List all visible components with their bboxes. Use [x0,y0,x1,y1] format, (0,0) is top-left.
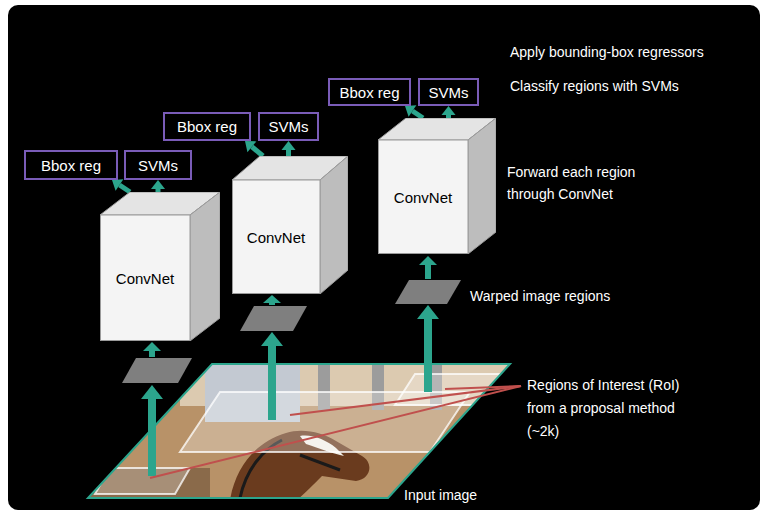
annotation-label: Forward each region through ConvNet [507,161,677,205]
cube-side-face [190,192,220,341]
convnet-cube: ConvNet [100,192,220,341]
arrow-connector [112,179,130,192]
arrow-head [417,305,439,319]
arrow-connector [282,141,296,156]
convnet-cube: ConvNet [378,118,496,254]
node-text: Bbox reg [339,84,399,101]
cube-front-face [101,215,191,341]
arrow-connector [151,180,165,192]
arrow-head [419,256,437,265]
arrow-shaft [412,111,423,118]
leader-line [150,386,521,478]
cube-side-face [468,118,496,254]
node-text: SVMs [428,84,468,101]
cube-outline [378,118,496,254]
flow-arrow [425,264,431,279]
annotation-label: Regions of Interest (RoI) from a proposa… [527,374,702,443]
flow-arrow [424,318,432,392]
output-box: Bbox reg [163,112,251,141]
node-text: ConvNet [247,229,305,246]
node-text: ConvNet [394,189,452,206]
cube-outline [100,192,220,341]
arrow-head [405,105,416,117]
node-text: SVMs [138,157,178,174]
arrow-head [261,332,283,346]
warped-region [240,306,307,331]
photo-foreground [80,468,210,500]
arrow-head [282,141,296,150]
output-box: Bbox reg [24,150,118,180]
arrow-shaft [119,185,130,192]
node-text: Bbox reg [41,157,101,174]
warped-region [395,280,461,304]
output-box: SVMs [418,78,479,106]
flow-arrow [268,345,276,420]
arrow-head [143,342,161,351]
leader-line [290,386,521,415]
leader-line [445,386,521,389]
output-box: Bbox reg [328,78,411,106]
warped-region [122,358,192,383]
convnet-cube: ConvNet [232,156,348,294]
horse-bridle [300,455,340,470]
output-box: SVMs [258,112,319,141]
background-panel [8,5,760,510]
node-text: Bbox reg [177,118,237,135]
flow-arrow [148,398,156,476]
arrow-head [245,141,256,152]
annotation-label: Apply bounding-box regressors [510,41,760,63]
node-text: ConvNet [116,270,174,287]
arrow-shaft [286,150,291,156]
arrow-head [112,179,123,191]
arrow-connector [245,141,263,156]
output-box: SVMs [124,150,192,180]
cube-front-face [379,140,469,254]
arrow-shaft [252,147,263,156]
annotation-label: Input image [404,484,524,506]
cube-label-area: ConvNet [100,215,190,341]
arrow-head [151,180,165,189]
cube-side-face [320,156,348,294]
annotation-label: Classify regions with SVMs [510,75,760,97]
cube-label-area: ConvNet [378,140,468,254]
arrow-head [141,385,163,399]
annotation-label: Warped image regions [470,285,670,307]
arrow-head [442,106,456,115]
cube-outline [232,156,348,294]
cube-front-face [233,180,321,294]
node-text: SVMs [268,118,308,135]
arrow-connector [442,106,456,118]
cube-label-area: ConvNet [232,180,320,294]
arrow-connector [405,105,423,118]
arrow-head [263,295,281,303]
flow-arrow [149,350,155,357]
